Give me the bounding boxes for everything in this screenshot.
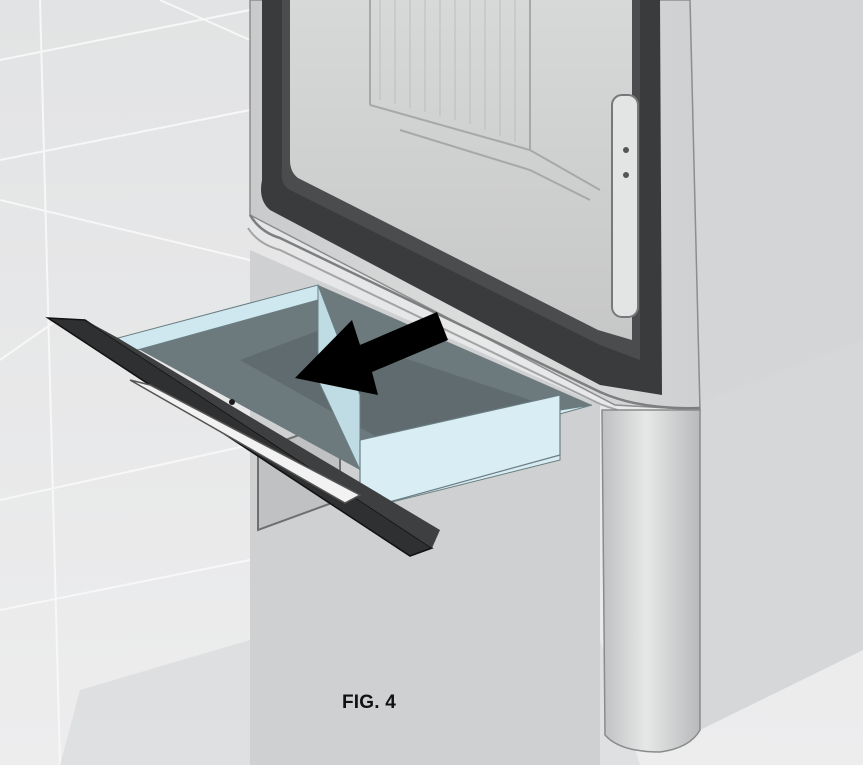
door-handle [611, 94, 639, 318]
stove-door [261, 0, 662, 395]
stove-leg [601, 409, 701, 753]
figure-caption: FIG. 4 [342, 692, 396, 713]
arrow-left-down-icon [295, 312, 448, 395]
